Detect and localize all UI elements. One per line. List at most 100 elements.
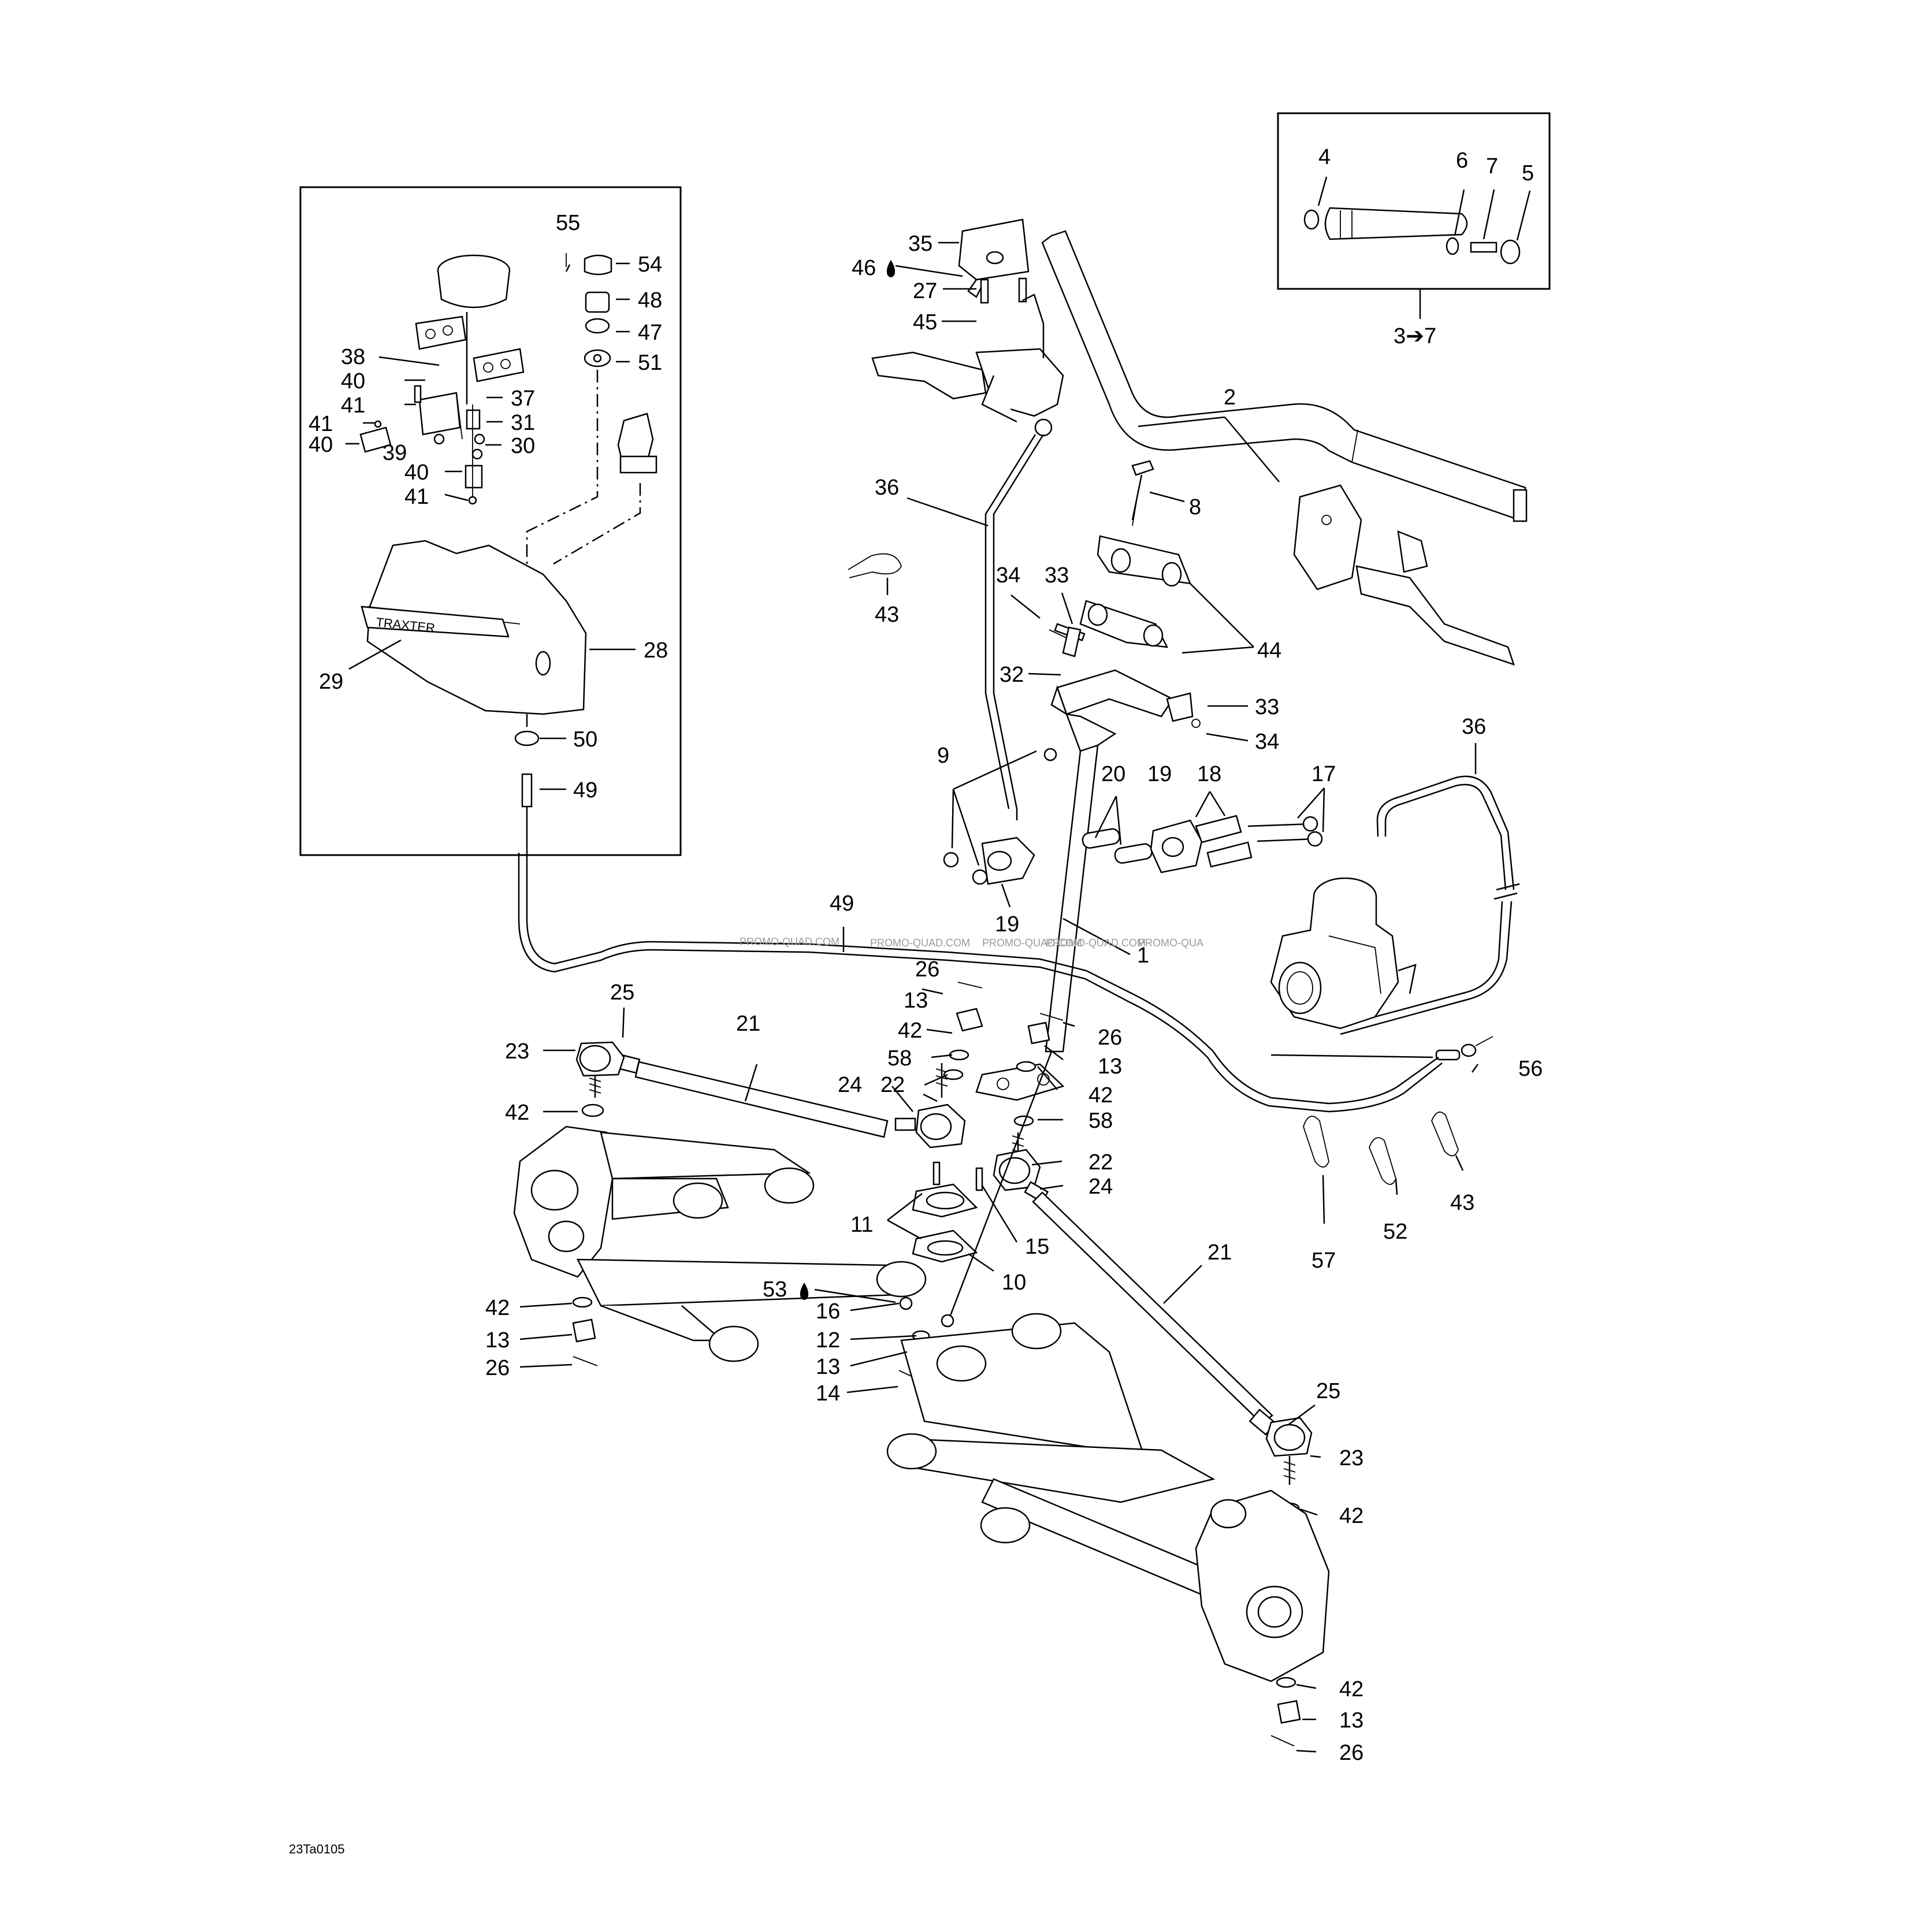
suspension-arms [513,1125,1330,1682]
callout-29: 29 [319,670,343,694]
callout-19b: 19 [995,912,1019,937]
callout-13c: 13 [816,1355,840,1379]
callout-2: 2 [1224,385,1236,410]
callout-34b: 34 [1255,730,1279,754]
callout-40c: 40 [404,460,429,485]
callout-18: 18 [1197,762,1221,786]
callout-56: 56 [1518,1057,1543,1081]
callout-17: 17 [1311,762,1336,786]
callout-51: 51 [638,351,662,375]
callout-36b: 36 [1462,715,1486,739]
callout-1: 1 [1137,943,1149,968]
callout-22a: 22 [880,1073,905,1097]
callout-53: 53 [763,1277,787,1302]
callout-36a: 36 [875,475,899,500]
callout-58a: 58 [887,1046,912,1071]
callout-21b: 21 [1208,1240,1232,1265]
callout-42b: 42 [898,1019,922,1043]
callout-22b: 22 [1088,1150,1113,1175]
callout-41a: 41 [341,393,365,418]
handlebar-assembly [848,218,1528,1053]
callout-10: 10 [1002,1270,1026,1295]
callout-48: 48 [638,288,662,313]
callout-50: 50 [573,727,597,752]
callout-15: 15 [1025,1235,1049,1259]
callout-54: 54 [638,252,662,277]
callout-35: 35 [908,232,932,256]
callout-49a: 49 [573,778,597,802]
callout-46: 46 [852,256,876,280]
callout-42e: 42 [1339,1504,1363,1528]
callout-24a: 24 [838,1073,862,1097]
callout-38: 38 [341,345,365,369]
callout-32: 32 [1000,663,1024,687]
callout-26b: 26 [1098,1026,1122,1050]
callout-42a: 42 [505,1101,529,1125]
oil-drop-icon [800,1283,809,1300]
watermark: PROMO-QUAD.COM [1046,937,1146,949]
callout-19a: 19 [1147,762,1172,786]
callout-43b: 43 [1450,1191,1474,1215]
callout-41b: 41 [309,412,333,436]
watermark: PROMO-QUA [1138,937,1203,949]
callout-58b: 58 [1088,1109,1113,1133]
callout-5: 5 [1522,161,1534,185]
callout-40a: 40 [341,369,365,393]
callout-16: 16 [816,1299,840,1324]
callout-26c: 26 [485,1356,510,1380]
callout-9: 9 [937,744,949,768]
callout-6: 6 [1456,148,1468,173]
callout-39: 39 [382,441,407,465]
cable-49 [518,853,1443,1113]
callout-20: 20 [1101,762,1125,786]
carburetor-assembly [1270,775,1520,1061]
callout-23b: 23 [1339,1446,1363,1470]
callout-42c: 42 [1088,1083,1113,1108]
callout-30: 30 [511,434,535,458]
watermark: PROMO-QUAD.COM [740,936,839,948]
callout-44: 44 [1257,638,1281,663]
callout-21a: 21 [736,1012,760,1036]
callout-41c: 41 [404,485,429,509]
callout-3-7: 3➔7 [1394,324,1436,348]
leader-lines [345,176,1531,1753]
inset-grip-box [1277,112,1551,319]
callout-33a: 33 [1045,563,1069,588]
callout-40b: 40 [309,433,333,457]
callout-37: 37 [511,387,535,411]
callout-8: 8 [1189,495,1201,519]
callout-52: 52 [1383,1220,1407,1244]
callout-11: 11 [850,1213,873,1237]
callout-27: 27 [913,279,937,303]
watermark: PROMO-QUAD.COM [870,937,970,949]
callout-42f: 42 [1339,1677,1363,1701]
callout-31: 31 [511,411,535,435]
callout-24b: 24 [1088,1175,1113,1199]
callout-34a: 34 [996,563,1020,588]
callout-23a: 23 [505,1039,529,1064]
callout-13a: 13 [904,989,928,1013]
callout-42d: 42 [485,1296,510,1320]
callout-13d: 13 [485,1328,510,1353]
callout-47: 47 [638,321,662,345]
callout-45: 45 [913,310,937,335]
callout-49b: 49 [830,891,854,916]
callout-26d: 26 [1339,1741,1363,1765]
inset-speedometer-box: TRAXTER [299,186,682,856]
callout-12: 12 [816,1328,840,1353]
callout-13b: 13 [1098,1054,1122,1079]
callout-25b: 25 [1316,1379,1340,1403]
diagram-code: 23Ta0105 [289,1842,345,1856]
callout-33b: 33 [1255,695,1279,719]
callout-14: 14 [816,1381,840,1406]
callout-7: 7 [1486,154,1498,179]
callout-55: 55 [556,211,580,235]
callout-26a: 26 [915,957,939,982]
watermark: PROMO-QUAD.COM [982,937,1082,949]
callout-43a: 43 [875,603,899,627]
callout-28: 28 [644,638,668,663]
callout-4: 4 [1318,145,1331,169]
oil-drop-icon [886,260,896,277]
callout-13e: 13 [1339,1708,1363,1733]
